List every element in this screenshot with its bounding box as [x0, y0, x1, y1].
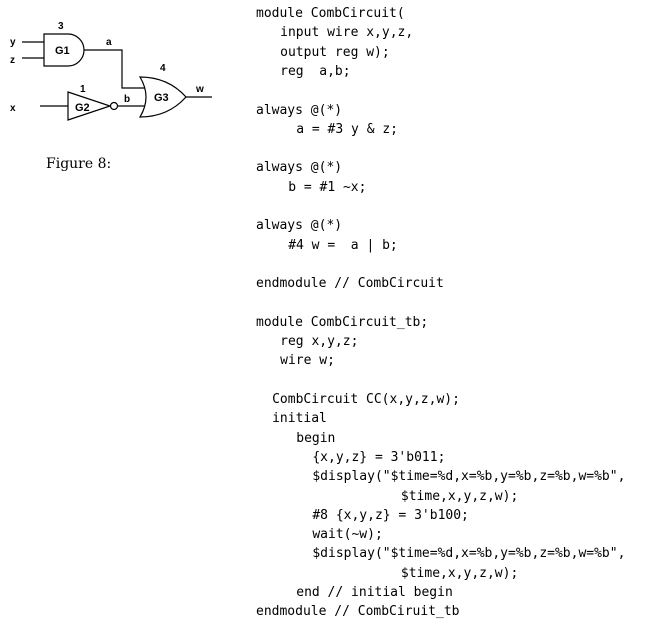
code-line: wait(~w); [312, 527, 383, 543]
code-line: #8 {x,y,z} = 3'b100; [312, 507, 469, 523]
code-line: module CombCircuit( [256, 6, 405, 21]
code-line: always @(*) [256, 160, 343, 176]
code-line: reg x,y,z; [280, 334, 359, 350]
code-line: output reg w); [280, 44, 390, 60]
combinational-circuit-diagram: y z x G1 3 a G2 1 b G3 4 w [10, 21, 212, 121]
gate-g2-delay: 1 [80, 84, 86, 95]
code-line: end // initial begin [296, 585, 453, 600]
gate-g1-and [43, 33, 85, 67]
code-line: $display("$time=%d,x=%b,y=%b,z=%b,w=%b", [312, 469, 626, 485]
wire-a [84, 49, 146, 89]
gate-g2-inversion-bubble [109, 101, 119, 111]
code-line: endmodule // CombCircuit [256, 276, 444, 292]
code-line: endmodule // CombCiruit_tb [256, 604, 460, 620]
code-line: input wire x,y,z, [280, 25, 414, 41]
code-line: module CombCircuit_tb; [256, 314, 429, 330]
code-line: b = #1 ~x; [288, 179, 367, 195]
code-line: $time,x,y,z,w); [400, 565, 519, 581]
code-line: {x,y,z} = 3'b011; [312, 449, 446, 465]
code-line: always @(*) [256, 218, 343, 234]
gate-g1-label: G1 [55, 45, 70, 57]
code-line: initial [272, 411, 327, 427]
gate-g2-label: G2 [75, 102, 90, 114]
code-line: CombCircuit CC(x,y,z,w); [272, 392, 460, 407]
gate-g3-label: G3 [154, 92, 169, 104]
input-label-z: z [10, 55, 15, 66]
gate-g2-not [67, 91, 112, 121]
code-line: $display("$time=%d,x=%b,y=%b,z=%b,w=%b", [312, 546, 626, 562]
gate-g3-delay: 4 [160, 63, 166, 74]
code-line: begin [296, 430, 336, 446]
gate-g3-or [138, 76, 187, 118]
gate-g1-delay: 3 [58, 21, 64, 32]
input-label-y: y [10, 37, 16, 48]
wire-label-w: w [195, 84, 204, 95]
figure-caption: Figure 8: [46, 156, 112, 172]
input-label-x: x [10, 103, 16, 114]
code-line: always @(*) [256, 102, 343, 118]
code-line: reg a,b; [280, 63, 351, 79]
code-line: a = #3 y & z; [296, 121, 398, 137]
code-line: wire w; [280, 353, 335, 369]
code-line: $time,x,y,z,w); [400, 488, 519, 504]
code-line: #4 w = a | b; [288, 237, 398, 253]
wire-label-a: a [106, 37, 112, 48]
wire-label-b: b [124, 94, 130, 105]
